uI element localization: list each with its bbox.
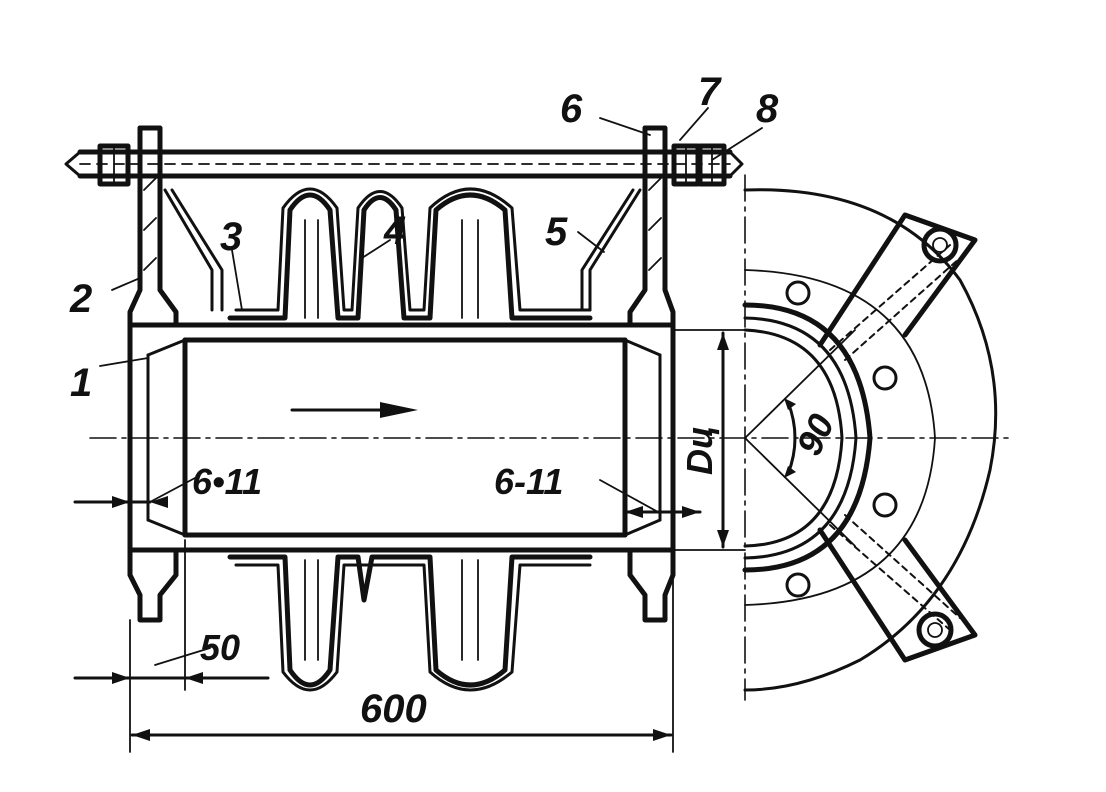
label-part-5: 5 (545, 210, 568, 254)
flow-arrow (290, 402, 418, 418)
right-nut (671, 143, 727, 187)
left-nut (97, 143, 131, 187)
bellows-top (227, 187, 593, 321)
bellows-bottom (227, 554, 593, 692)
right-flange (627, 125, 676, 623)
label-part-1: 1 (70, 361, 92, 405)
label-part-3: 3 (220, 215, 242, 259)
label-part-2: 2 (69, 277, 92, 321)
length-dimensions (73, 539, 674, 753)
label-angle: 90 (788, 408, 842, 462)
diameter-dimension (674, 329, 746, 551)
label-weld-left: 6•11 (192, 461, 262, 502)
label-part-6: 6 (560, 87, 583, 131)
label-part-8: 8 (756, 87, 779, 131)
weld-callouts (73, 477, 702, 518)
label-part-7: 7 (698, 70, 722, 114)
label-weld-right: 6-11 (494, 461, 563, 502)
tie-rod (64, 149, 744, 179)
label-part-4: 4 (383, 209, 406, 253)
end-view-brackets (817, 212, 978, 663)
label-offset: 50 (200, 627, 240, 668)
leader-lines (99, 107, 763, 367)
left-flange (127, 125, 179, 623)
end-view-bolts (785, 280, 898, 598)
gusset-ribs (163, 188, 642, 312)
label-diameter: Dц (679, 426, 720, 475)
label-length: 600 (360, 687, 427, 731)
